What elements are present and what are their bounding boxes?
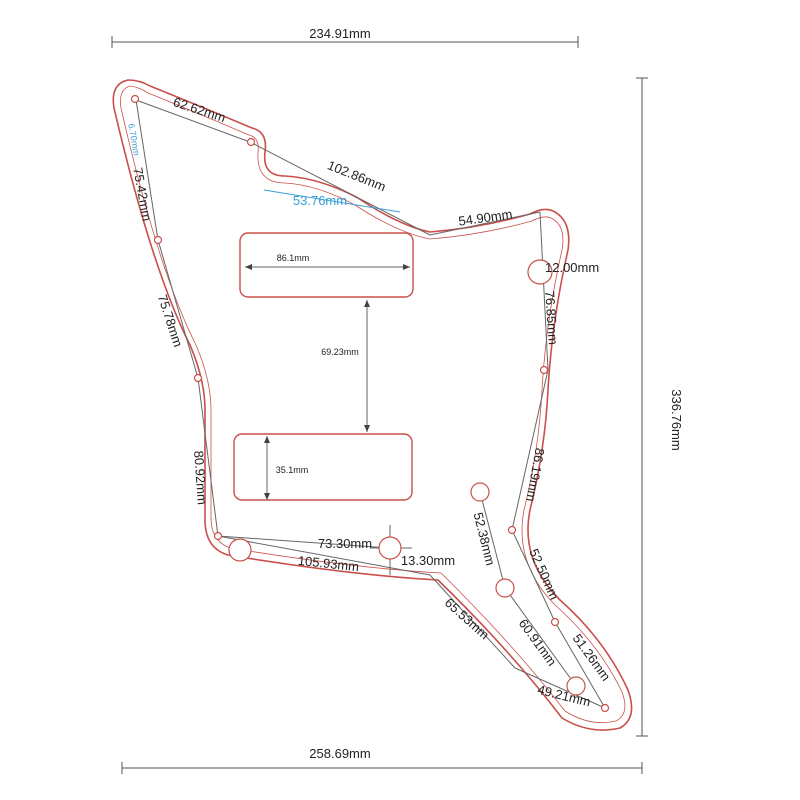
label-pickup-width: 86.1mm: [277, 253, 310, 263]
label-pickup-spacing: 69.23mm: [321, 347, 359, 357]
label-bottom-diagonal: 65.53mm: [442, 595, 492, 642]
label-edge-top-diagonal: 102.86mm: [325, 157, 388, 194]
label-small-hole: 13.30mm: [401, 553, 455, 568]
screw-hole: [213, 531, 223, 541]
control-hole: [495, 578, 515, 598]
pickup-cutouts: [233, 232, 414, 501]
label-hole-diameter: 12.00mm: [545, 260, 599, 275]
switch-hole: [527, 259, 553, 285]
screw-hole: [507, 525, 517, 535]
screw-hole: [539, 365, 549, 375]
screw-hole: [550, 617, 560, 627]
control-hole: [228, 538, 252, 562]
control-hole: [470, 482, 490, 502]
control-hole: [566, 676, 586, 696]
screw-hole: [600, 703, 610, 713]
label-edge-left-upper: 75.42mm: [130, 166, 154, 222]
label-right-edge-b: 51.26mm: [570, 631, 614, 684]
label-bottom-left-edge: 105.93mm: [297, 553, 360, 574]
label-edge-left-lower: 80.92mm: [191, 450, 210, 505]
label-edge-right-upper: 76.85mm: [542, 290, 561, 345]
label-edge-right-lower: 86.19mm: [523, 447, 547, 503]
screw-hole: [246, 137, 256, 147]
label-top-width: 234.91mm: [309, 26, 370, 41]
overall-dimension-lines: [111, 36, 648, 774]
screw-hole: [193, 373, 203, 383]
label-bottom-width: 258.69mm: [309, 746, 370, 761]
bridge-pickup-cutout: [233, 433, 413, 501]
neck-pickup-cutout: [239, 232, 414, 298]
mounting-holes: [130, 94, 610, 713]
control-hole: [378, 536, 402, 560]
label-right-edge-a: 52.50mm: [526, 546, 562, 602]
label-edge-horn-notch: 53.76mm: [293, 193, 347, 208]
measurement-lines: [135, 99, 606, 709]
label-bottom-left-hole-spacing: 73.30mm: [318, 536, 372, 551]
arrowheads: [245, 264, 410, 500]
label-control-spacing-a: 52.38mm: [471, 511, 499, 567]
pickguard-outline: [112, 79, 633, 731]
label-edge-top-left: 62.62mm: [171, 94, 227, 125]
label-pickup-height: 35.1mm: [276, 465, 309, 475]
pickguard-outer-edge: [112, 79, 633, 731]
screw-hole: [153, 235, 163, 245]
label-edge-top-right: 54.90mm: [457, 206, 513, 228]
screw-hole: [130, 94, 140, 104]
pickguard-inner-edge: [120, 85, 626, 724]
label-height: 336.76mm: [669, 389, 684, 450]
